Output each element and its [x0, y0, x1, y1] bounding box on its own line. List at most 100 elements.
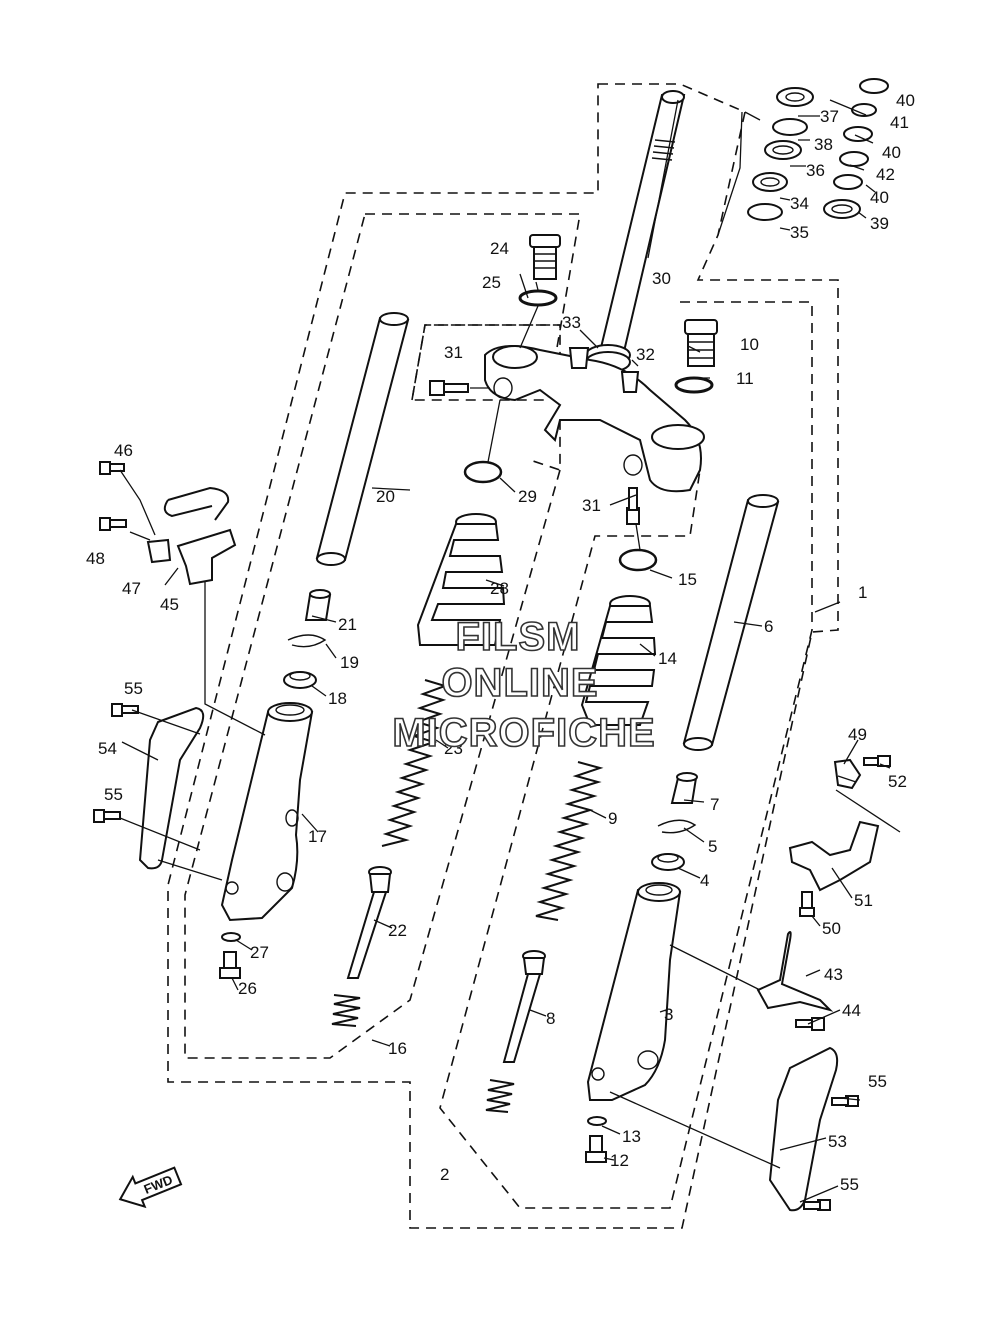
callout-34: 34 [790, 194, 809, 213]
callout-32: 32 [636, 345, 655, 364]
callout-53: 53 [828, 1132, 847, 1151]
bolt-55-a [111, 703, 139, 717]
clamp-15 [618, 548, 658, 572]
inner-tube-20 [315, 312, 410, 566]
callout-7: 7 [710, 795, 719, 814]
outer-tube-3 [586, 882, 682, 1101]
bracket-51 [788, 820, 880, 892]
clip-47 [146, 538, 172, 564]
callout-37: 37 [820, 107, 839, 126]
clip-5 [657, 819, 697, 834]
callout-48: 48 [86, 549, 105, 568]
cap-bolt-10 [684, 319, 718, 367]
callout-47: 47 [122, 579, 141, 598]
hose-holder-45 [176, 528, 237, 586]
callout-43: 43 [824, 965, 843, 984]
oil-seal-18 [283, 671, 317, 689]
bearing-stack [747, 78, 889, 221]
callout-28: 28 [490, 579, 509, 598]
callout-21: 21 [338, 615, 357, 634]
callout-52: 52 [888, 772, 907, 791]
callout-49: 49 [848, 725, 867, 744]
assembly-boundary-bracket [411, 324, 561, 472]
bolt-50 [799, 891, 815, 917]
callout-labels: 1 2 3 4 5 6 7 8 9 10 11 12 13 14 15 16 1… [86, 91, 915, 1194]
bolt-31-lower [626, 487, 640, 525]
washer-13 [587, 1116, 607, 1126]
dust-boot-28 [416, 513, 506, 646]
callout-15: 15 [678, 570, 697, 589]
wire-guide-45 [163, 486, 230, 521]
watermark: FILSM ONLINE MICROFICHE [392, 614, 656, 756]
o-ring-25 [518, 289, 558, 307]
cap-bolt-24 [529, 234, 561, 280]
assembly-boundary-left-leg [184, 213, 581, 1059]
callout-55-b: 55 [104, 785, 123, 804]
callout-4: 4 [700, 871, 709, 890]
bolt-31-upper [429, 380, 469, 396]
bolt-46 [99, 461, 125, 475]
clip-19 [287, 634, 327, 648]
callout-38: 38 [814, 135, 833, 154]
callout-31-lower: 31 [582, 496, 601, 515]
under-bracket [484, 345, 705, 493]
callout-40-a: 40 [896, 91, 915, 110]
callout-40-c: 40 [870, 188, 889, 207]
fwd-arrow-icon: FWD [118, 1166, 183, 1209]
callout-14: 14 [658, 649, 677, 668]
fork-spring-9 [535, 761, 604, 921]
drain-bolt-26 [219, 951, 241, 979]
washer-27 [221, 932, 241, 942]
bolt-55-b [93, 809, 121, 823]
rebound-spring-16 [331, 994, 361, 1027]
steering-stem [585, 90, 686, 373]
o-ring-11 [674, 376, 714, 394]
clip-33 [568, 347, 590, 369]
damper-rod-22 [346, 866, 392, 979]
clip-32 [620, 371, 640, 393]
fork-guard-54 [138, 706, 205, 870]
assembly-boundary-2 [439, 301, 813, 1209]
callout-11: 11 [736, 369, 754, 388]
callout-41: 41 [890, 113, 909, 132]
bolt-55-d [803, 1199, 831, 1211]
callout-24: 24 [490, 239, 509, 258]
bolt-55-c [831, 1095, 859, 1107]
callout-42: 42 [876, 165, 895, 184]
callout-22: 22 [388, 921, 407, 940]
callout-33: 33 [562, 313, 581, 332]
callout-31-upper: 31 [444, 343, 463, 362]
outer-tube-17 [220, 702, 314, 922]
bolt-52 [863, 755, 891, 767]
watermark-line-2: ONLINE [441, 661, 598, 705]
rebound-spring-8 [485, 1079, 515, 1113]
callout-10: 10 [740, 335, 759, 354]
spacer-21 [304, 589, 332, 621]
callout-13: 13 [622, 1127, 641, 1146]
callout-27: 27 [250, 943, 269, 962]
bolt-48 [99, 517, 127, 531]
callout-54: 54 [98, 739, 117, 758]
damper-rod-8 [502, 950, 546, 1063]
inner-tube-6 [682, 494, 780, 751]
callout-35: 35 [790, 223, 809, 242]
fork-spring-23 [381, 679, 449, 847]
spacer-7 [670, 772, 698, 804]
callout-2: 2 [440, 1165, 449, 1184]
callout-50: 50 [822, 919, 841, 938]
leader-lines [119, 99, 901, 1203]
callout-5: 5 [708, 837, 717, 856]
callout-40-b: 40 [882, 143, 901, 162]
callout-23: 23 [444, 739, 463, 758]
callout-30: 30 [652, 269, 671, 288]
callout-17: 17 [308, 827, 327, 846]
callout-45: 45 [160, 595, 179, 614]
callout-46: 46 [114, 441, 133, 460]
callout-16: 16 [388, 1039, 407, 1058]
callout-55-a: 55 [124, 679, 143, 698]
callout-8: 8 [546, 1009, 555, 1028]
callout-3: 3 [664, 1005, 673, 1024]
callout-29: 29 [518, 487, 537, 506]
callout-6: 6 [764, 617, 773, 636]
